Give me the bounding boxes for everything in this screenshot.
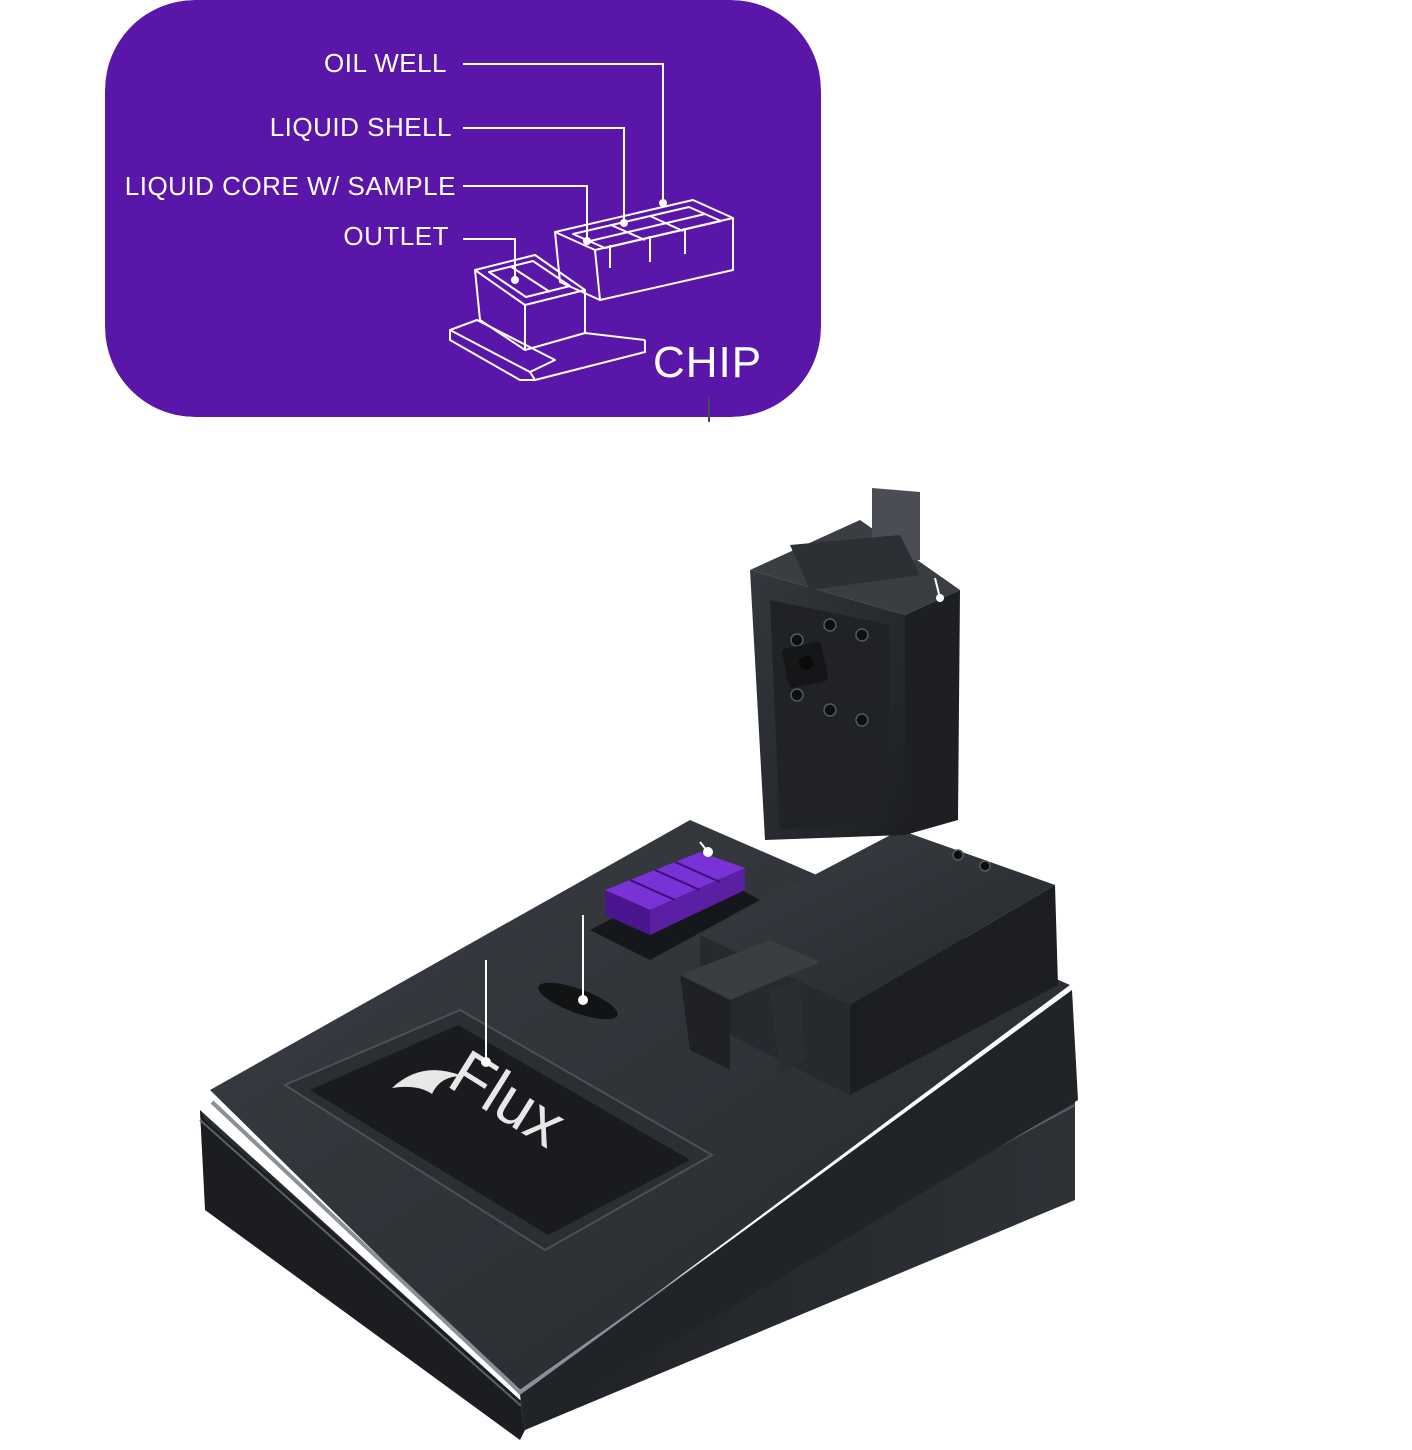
device-leader-lines (481, 841, 713, 1067)
callout-background (105, 0, 821, 417)
flux-logo-icon (392, 1070, 462, 1094)
chip-line-drawing (449, 199, 734, 381)
right-block (680, 830, 1058, 1095)
label-liquid-core: LIQUID CORE W/ SAMPLE (124, 171, 456, 201)
label-outlet: OUTLET (343, 221, 449, 251)
label-liquid-shell: LIQUID SHELL (269, 112, 452, 142)
chip-title: CHIP (653, 338, 763, 387)
base-slot (538, 982, 618, 1020)
chip-callout: OIL WELL LIQUID SHELL LIQUID CORE W/ SAM… (105, 0, 821, 417)
purple-chip (605, 852, 745, 935)
label-oil-well: OIL WELL (324, 48, 447, 78)
open-lid (750, 488, 960, 840)
